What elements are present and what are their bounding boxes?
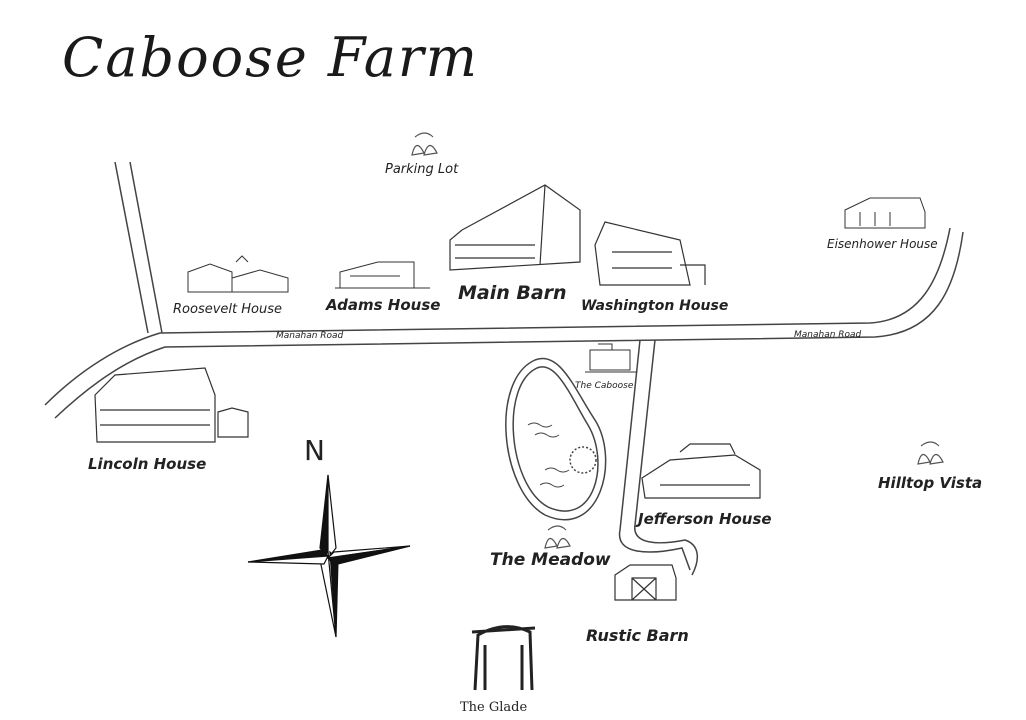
side-road-north — [114, 161, 163, 334]
location-eisenhower-house[interactable]: Eisenhower House — [827, 237, 938, 251]
location-the-meadow[interactable]: The Meadow — [490, 550, 611, 570]
location-the-caboose[interactable]: The Caboose — [575, 381, 634, 391]
location-adams-house[interactable]: Adams House — [326, 296, 441, 314]
manahan-road — [44, 227, 964, 419]
caboose-icon — [585, 343, 637, 373]
road-label-east: Manahan Road — [794, 330, 862, 340]
bells-icon-meadow — [544, 525, 571, 549]
main-barn-icon — [449, 184, 581, 271]
location-washington-house[interactable]: Washington House — [581, 298, 729, 314]
lincoln-house-icon — [94, 367, 249, 443]
location-roosevelt-house[interactable]: Roosevelt House — [173, 302, 282, 317]
location-parking-lot[interactable]: Parking Lot — [385, 162, 459, 177]
location-the-glade[interactable]: The Glade — [460, 700, 528, 715]
location-main-barn[interactable]: Main Barn — [458, 282, 567, 304]
roosevelt-house-icon — [187, 255, 289, 293]
compass-rose-icon — [247, 474, 411, 638]
eisenhower-house-icon — [844, 197, 926, 229]
meadow-pond — [505, 357, 607, 521]
jefferson-house-icon — [641, 443, 761, 499]
glade-arch-icon — [471, 625, 536, 691]
location-jefferson-house[interactable]: Jefferson House — [638, 510, 772, 528]
road-label-west: Manahan Road — [276, 331, 344, 341]
rustic-barn-icon — [614, 564, 677, 601]
bells-icon-hilltop — [917, 441, 944, 465]
bells-icon-parking — [411, 132, 438, 156]
location-hilltop-vista[interactable]: Hilltop Vista — [878, 474, 983, 492]
compass-north-label: N — [304, 434, 325, 467]
location-rustic-barn[interactable]: Rustic Barn — [586, 626, 689, 645]
adams-house-icon — [335, 261, 430, 289]
map-title: Caboose Farm — [62, 26, 479, 89]
location-lincoln-house[interactable]: Lincoln House — [88, 455, 207, 473]
lane-to-rustic-barn — [618, 339, 699, 576]
washington-house-icon — [594, 221, 706, 286]
